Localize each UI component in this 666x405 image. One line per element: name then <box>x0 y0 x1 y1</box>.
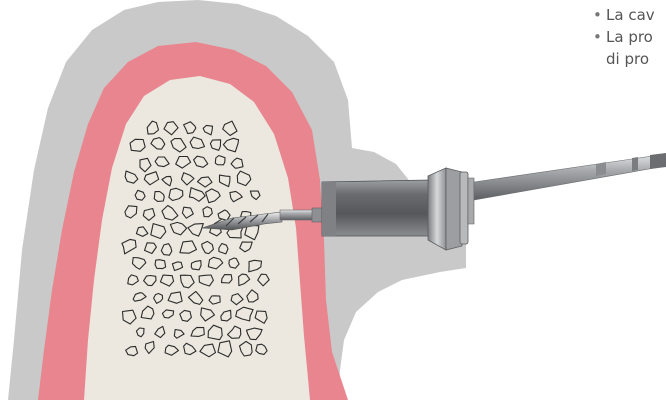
bullet-item-1: La cav <box>593 4 666 26</box>
bullet-item-2-continuation: di pro <box>593 48 666 70</box>
bullet-item-1-text: La cav <box>606 6 655 24</box>
bullet-item-2: La pro <box>593 26 666 48</box>
bullet-list: La cav La pro di pro <box>593 4 666 70</box>
handpiece-shaft <box>474 153 666 200</box>
bullet-item-2-text: La pro <box>606 28 653 46</box>
